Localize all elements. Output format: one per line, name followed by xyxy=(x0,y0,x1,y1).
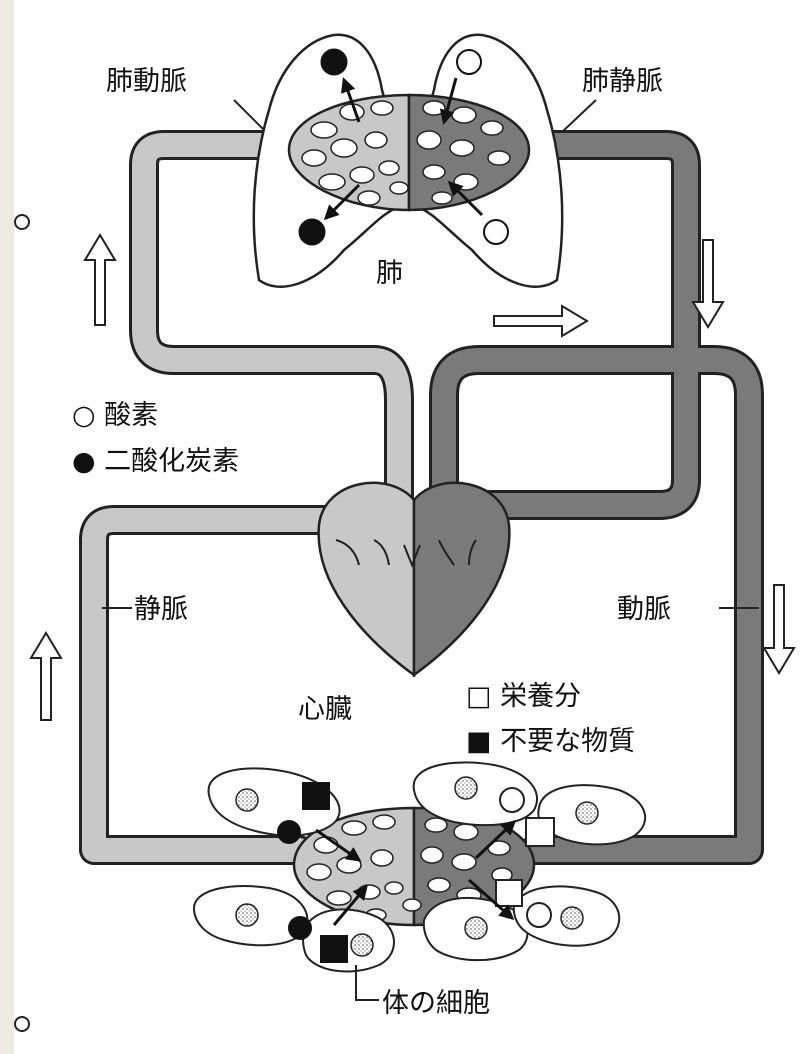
diagram-canvas: 肺動脈 肺静脈 肺 心臓 静脈 動脈 体の細胞 ○ 酸素 ● 二酸化炭素 □ 栄… xyxy=(14,0,810,1054)
pulmonary-artery-label: 肺動脈 xyxy=(106,66,187,97)
heart-label: 心臓 xyxy=(298,694,352,725)
body-exchange xyxy=(277,782,555,963)
lung-gas-exchange xyxy=(298,48,509,246)
flow-arrows xyxy=(29,233,796,721)
edge-marker-top xyxy=(14,214,30,230)
lung-capillary-bed xyxy=(287,93,531,212)
artery-label: 動脈 xyxy=(617,594,671,625)
vein-label: 静脈 xyxy=(134,594,188,625)
lung-label: 肺 xyxy=(376,258,403,289)
legend-waste: ■ 不要な物質 xyxy=(466,726,635,757)
legend-oxygen: ○ 酸素 xyxy=(72,400,158,431)
body-cells xyxy=(192,761,646,973)
heart xyxy=(317,481,511,678)
body-cells-label: 体の細胞 xyxy=(382,988,490,1019)
pulmonary-vein-label: 肺静脈 xyxy=(582,66,663,97)
circulatory-system-diagram: 肺動脈 肺静脈 肺 心臓 静脈 動脈 体の細胞 ○ 酸素 ● 二酸化炭素 □ 栄… xyxy=(29,33,796,1019)
legend-nutrients: □ 栄養分 xyxy=(466,681,581,712)
label-leaders xyxy=(102,99,759,1001)
edge-marker-bottom xyxy=(14,1016,30,1032)
legend-carbon-dioxide: ● 二酸化炭素 xyxy=(72,446,239,477)
